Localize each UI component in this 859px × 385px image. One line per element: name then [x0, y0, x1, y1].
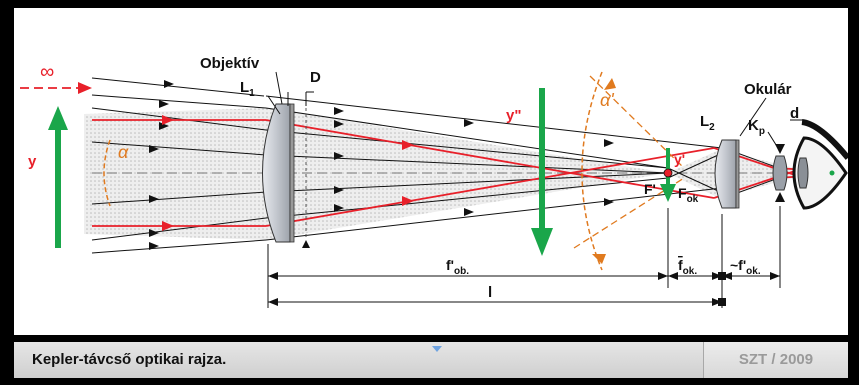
dimension-arrowheads — [268, 272, 780, 306]
credit-text: SZT / 2009 — [738, 351, 814, 368]
d-dim-arrow-bottom — [302, 240, 310, 248]
f-prime-label: F' — [644, 181, 656, 197]
alpha-prime-arrow-bottom — [592, 254, 606, 264]
alpha-prime-arrow-top — [604, 78, 616, 90]
ocular-lens — [714, 139, 737, 209]
y-prime-label: y' — [674, 151, 685, 167]
kp-arrow-bottom — [775, 192, 785, 202]
ray-arrowheads — [149, 80, 614, 250]
black-rays — [91, 77, 785, 254]
dimension-marker — [718, 298, 726, 306]
d-upper-label: D — [310, 69, 321, 86]
eye-lens-icon — [797, 157, 809, 189]
l-length-label: l — [488, 284, 492, 301]
light-cone-ocular — [668, 150, 814, 198]
objective-leader-line — [275, 71, 283, 105]
image-arrowhead — [531, 228, 553, 256]
objective-label: Objektív — [200, 55, 260, 72]
eye-icon — [792, 136, 848, 210]
eyelid-icon — [801, 119, 851, 160]
kepler-telescope-diagram: ∞ y α Objektív L1 D y" — [20, 55, 851, 308]
alpha-label: α — [118, 142, 129, 162]
red-arrowheads — [162, 115, 414, 231]
caption-bar: Kepler-távcső optikai rajza. SZT / 2009 — [14, 342, 848, 378]
l1-leader-line — [267, 95, 281, 115]
alpha-prime-arc — [581, 71, 603, 271]
focal-point — [663, 168, 673, 178]
alpha-arc — [103, 139, 111, 207]
ocular-label: Okulár — [744, 81, 792, 98]
object-y-label: y — [28, 153, 37, 170]
infinity-label: ∞ — [40, 61, 54, 83]
retina-point — [829, 170, 835, 176]
caption-toggle-icon[interactable] — [432, 346, 442, 352]
image-y2-label: y" — [506, 107, 521, 124]
credit-box: SZT / 2009 — [703, 342, 848, 378]
focal-image-arrowhead — [660, 184, 676, 202]
ocular-leader-line — [739, 97, 767, 137]
l2-label: L2 — [700, 113, 715, 133]
caption-title: Kepler-távcső optikai rajza. — [32, 351, 227, 368]
light-cone-objective — [84, 108, 668, 240]
objective-lens — [262, 103, 291, 243]
f-ok-prime-label: ~f'ok. — [730, 257, 761, 277]
kp-leader-line — [767, 131, 779, 149]
infinity-arrowhead — [78, 82, 92, 94]
ocular-lens-mount — [735, 139, 740, 209]
object-arrowhead — [48, 106, 68, 130]
exit-pupil — [772, 155, 788, 191]
fbar-ok-label: fok. — [678, 257, 697, 277]
objective-lens-mount — [289, 103, 295, 243]
alpha-prime-label: α' — [600, 90, 614, 110]
diagram-canvas: ∞ y α Objektív L1 D y" — [14, 8, 851, 335]
d-lower-label: d — [790, 105, 799, 122]
dimension-marker — [718, 272, 726, 280]
l1-label: L1 — [240, 79, 255, 99]
kp-label: Kp — [748, 117, 765, 137]
f-ok-label: Fok — [678, 185, 699, 205]
f-ob-label: f'ob. — [446, 257, 469, 277]
